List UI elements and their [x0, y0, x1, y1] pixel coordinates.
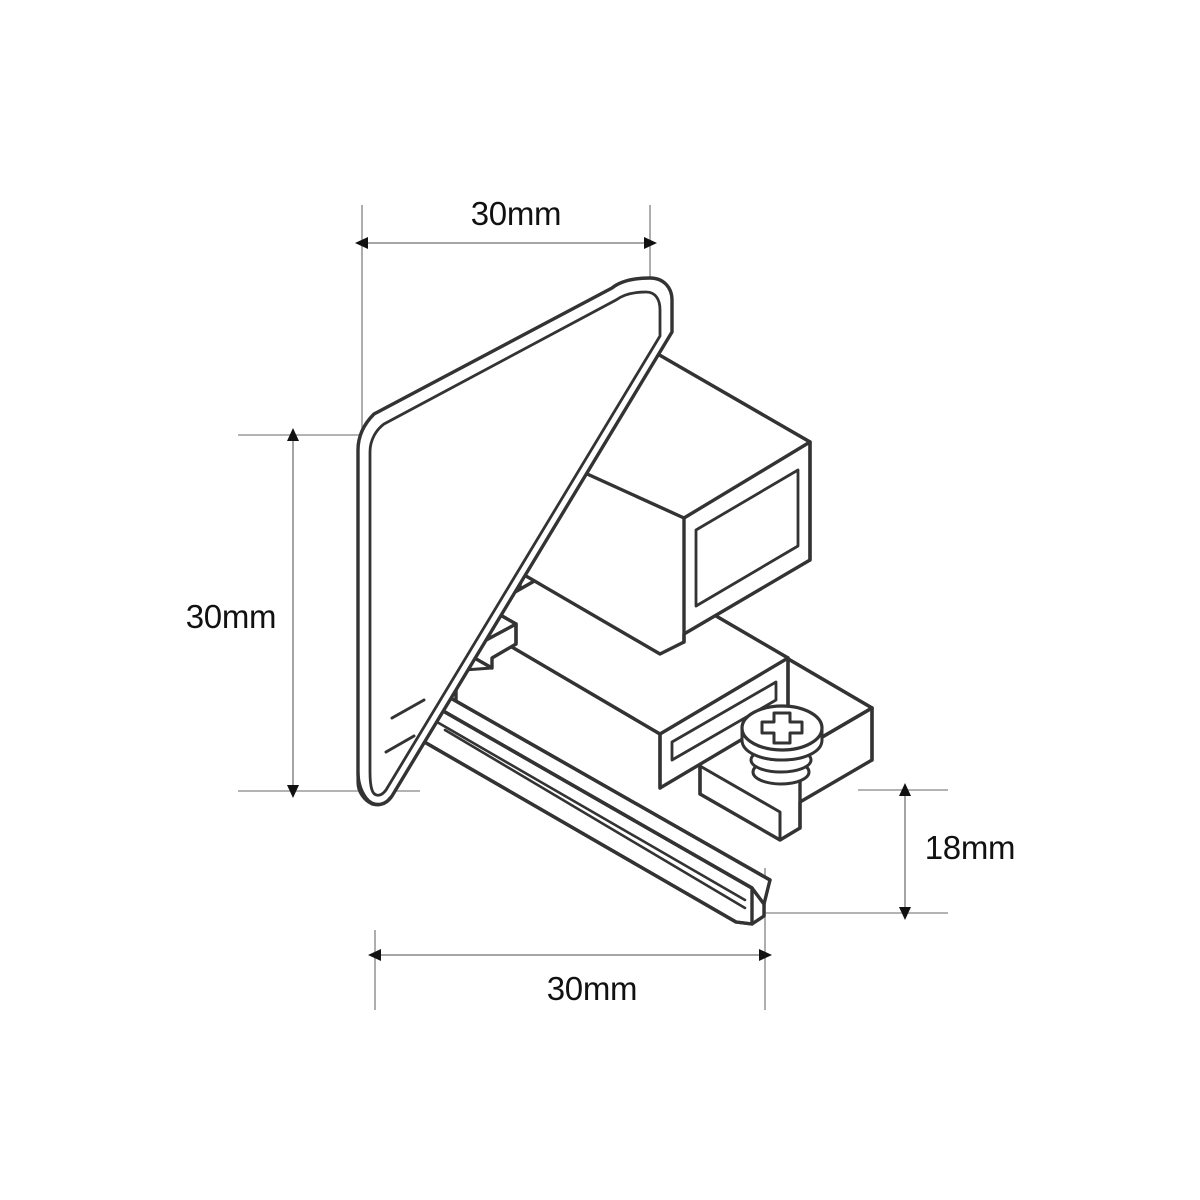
bracket-object [356, 276, 874, 926]
dimension-labels: 30mm 30mm 18mm 30mm [186, 195, 1016, 1007]
back-plate [356, 276, 674, 807]
dimension-label-top-width: 30mm [471, 195, 562, 232]
dimension-label-bottom-depth: 30mm [547, 970, 638, 1007]
screw [740, 704, 824, 786]
dimension-label-left-height: 30mm [186, 598, 277, 635]
structure-edges [384, 698, 426, 754]
screw-cross-slot [760, 711, 804, 745]
dimension-lines [287, 237, 911, 961]
dimension-label-right-height: 18mm [925, 829, 1016, 866]
lower-block [464, 544, 790, 790]
